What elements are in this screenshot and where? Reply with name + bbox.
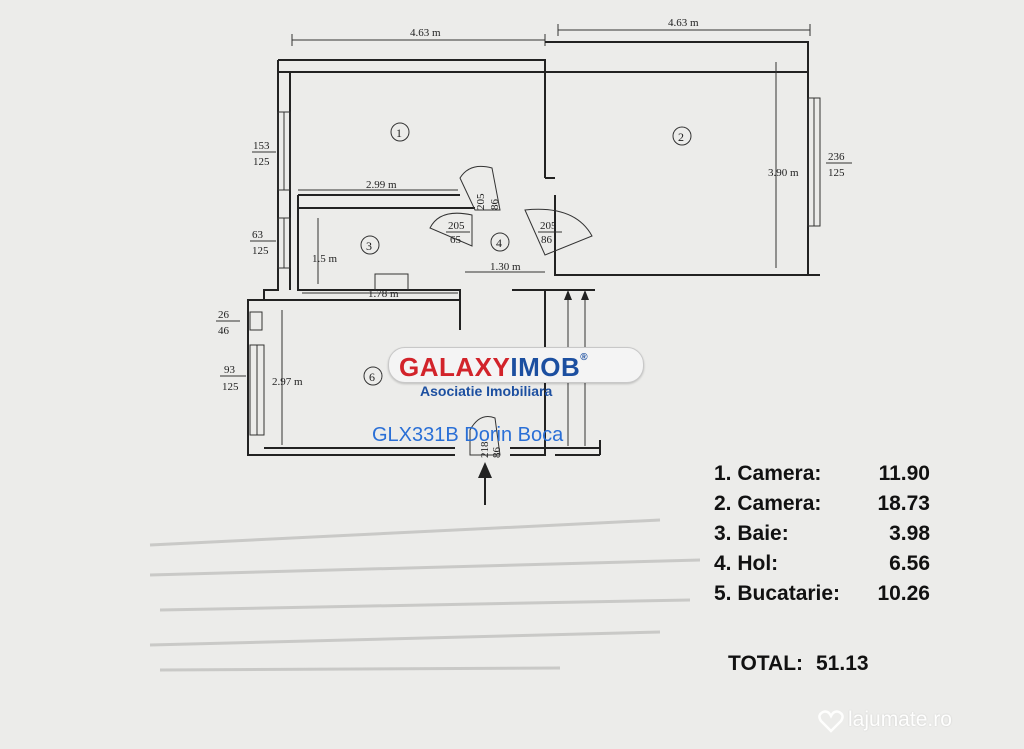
window-2-bottom: 125: [828, 167, 845, 179]
room-1-number: 1: [396, 126, 402, 140]
background-texture: [149, 518, 701, 672]
area-value: 6.56: [889, 552, 930, 575]
dim-hall-width: 1.30 m: [490, 261, 521, 273]
windows: [249, 97, 821, 436]
logo-badge: GALAXYIMOB®: [388, 347, 644, 383]
area-value: 10.26: [877, 582, 930, 605]
door-4-top: 218: [479, 441, 491, 458]
window-5-top: 93: [224, 364, 236, 376]
window-3-bottom: 125: [252, 245, 269, 257]
area-label: 3. Baie:: [714, 522, 789, 545]
galaxyimob-logo: GALAXYIMOB® Asociatie Imobiliara: [388, 345, 644, 405]
area-row: 3. Baie: 3.98: [714, 522, 944, 552]
area-list: 1. Camera: 11.90 2. Camera: 18.73 3. Bai…: [714, 462, 944, 612]
area-row: 2. Camera: 18.73: [714, 492, 944, 522]
agent-label: GLX331B Dorin Boca: [372, 424, 564, 446]
area-label: 2. Camera:: [714, 492, 822, 515]
area-label: 5. Bucatarie:: [714, 582, 841, 605]
area-row: 1. Camera: 11.90: [714, 462, 944, 492]
logo-registered: ®: [580, 352, 589, 363]
dim-room6-height: 2.97 m: [272, 376, 303, 388]
dim-top-right: 4.63 m: [668, 17, 699, 29]
door-1-top: 205: [475, 193, 487, 210]
heart-icon: [818, 710, 844, 733]
door-2-bottom: 65: [450, 234, 462, 246]
logo-part-galaxy: GALAXY: [399, 352, 511, 382]
top-dimension-lines: 4.63 m 4.63 m: [291, 17, 811, 46]
window-2-top: 236: [828, 151, 845, 163]
dim-room2-height: 3.90 m: [768, 167, 799, 179]
window-3-top: 63: [252, 229, 264, 241]
area-value: 11.90: [878, 462, 930, 485]
dim-room3-height: 1.5 m: [312, 253, 338, 265]
dim-top-left: 4.63 m: [410, 27, 441, 39]
room-numbers: 1 2 3 4 6: [360, 122, 692, 386]
window-1-top: 153: [253, 140, 270, 152]
dim-room1-bottom: 2.99 m: [366, 179, 397, 191]
door-labels: 205 86 205 65 205 86 218 86: [446, 193, 562, 458]
window-1-bottom: 125: [253, 156, 270, 168]
room-4-number: 4: [496, 236, 502, 250]
lajumate-watermark: lajumate.ro: [818, 704, 1018, 740]
dim-room3-width: 1.78 m: [368, 288, 399, 300]
area-value: 3.98: [889, 522, 930, 545]
logo-subtitle: Asociatie Imobiliara: [420, 383, 553, 399]
door-2-top: 205: [448, 220, 465, 232]
logo-part-imob: IMOB: [510, 352, 581, 382]
total-label: TOTAL:: [728, 652, 804, 675]
doors: [429, 165, 593, 456]
watermark-text: lajumate.ro: [848, 708, 952, 731]
area-value: 18.73: [877, 492, 930, 515]
room-6-number: 6: [369, 370, 375, 384]
window-5-bottom: 125: [222, 381, 239, 393]
door-3-bottom: 86: [541, 234, 553, 246]
area-row: 5. Bucatarie: 10.26: [714, 582, 944, 612]
area-label: 4. Hol:: [714, 552, 779, 575]
entrance-arrow-icon: [478, 462, 492, 505]
room-2-number: 2: [678, 130, 684, 144]
logo-text: GALAXYIMOB®: [399, 352, 588, 383]
total-value: 51.13: [816, 652, 869, 675]
window-4-top: 26: [218, 309, 230, 321]
window-4-bottom: 46: [218, 325, 230, 337]
door-1-bottom: 86: [489, 199, 501, 211]
area-row: 4. Hol: 6.56: [714, 552, 944, 582]
door-4-bottom: 86: [491, 447, 503, 459]
area-label: 1. Camera:: [714, 462, 822, 485]
inner-dimension-lines: 2.99 m 3.90 m 1.5 m 1.78 m 1.30 m 2.97 m: [272, 62, 799, 446]
room-3-number: 3: [366, 239, 372, 253]
window-labels: 153 125 236 125 63 125 26 46 93 125: [216, 140, 852, 393]
door-3-top: 205: [540, 220, 557, 232]
